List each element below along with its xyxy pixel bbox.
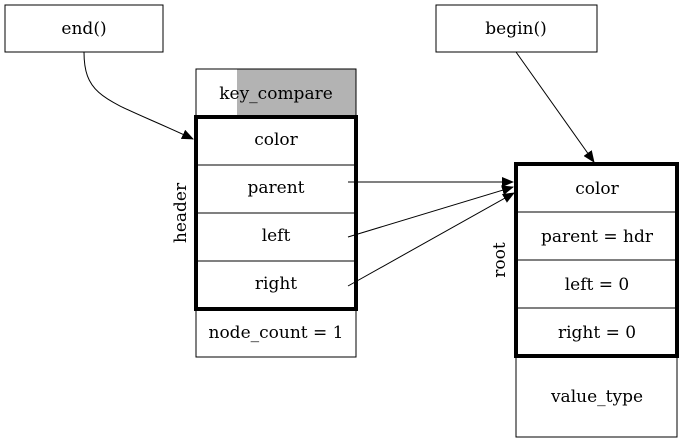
edge-left-to-root [347, 185, 514, 238]
header-field-left: left [262, 226, 291, 246]
header-field-right: right [255, 274, 297, 294]
edge-begin-to-root [515, 51, 595, 163]
key-compare-label: key_compare [219, 84, 333, 104]
edge-right-to-root [347, 192, 515, 287]
header-field-parent: parent [248, 178, 305, 198]
value-type-cell [515, 356, 678, 438]
edge-end-to-header [83, 51, 194, 140]
root-label: root [490, 242, 510, 278]
root-field-left: left = 0 [565, 275, 630, 295]
begin-label: begin() [485, 19, 546, 39]
header-node: key_compare node_count = 1 color parent … [171, 68, 358, 358]
node-count-label: node_count = 1 [209, 323, 344, 343]
header-field-color: color [254, 130, 298, 150]
begin-node: begin() [435, 4, 598, 53]
root-field-parent: parent = hdr [541, 227, 654, 247]
header-label: header [171, 182, 191, 243]
root-node: value_type color parent = hdr left = 0 r… [490, 162, 679, 438]
value-type-label: value_type [550, 387, 643, 407]
key-compare-shade [237, 69, 356, 117]
end-label: end() [61, 19, 106, 39]
end-node: end() [4, 4, 164, 53]
root-field-right: right = 0 [558, 323, 636, 343]
root-field-color: color [575, 179, 619, 199]
